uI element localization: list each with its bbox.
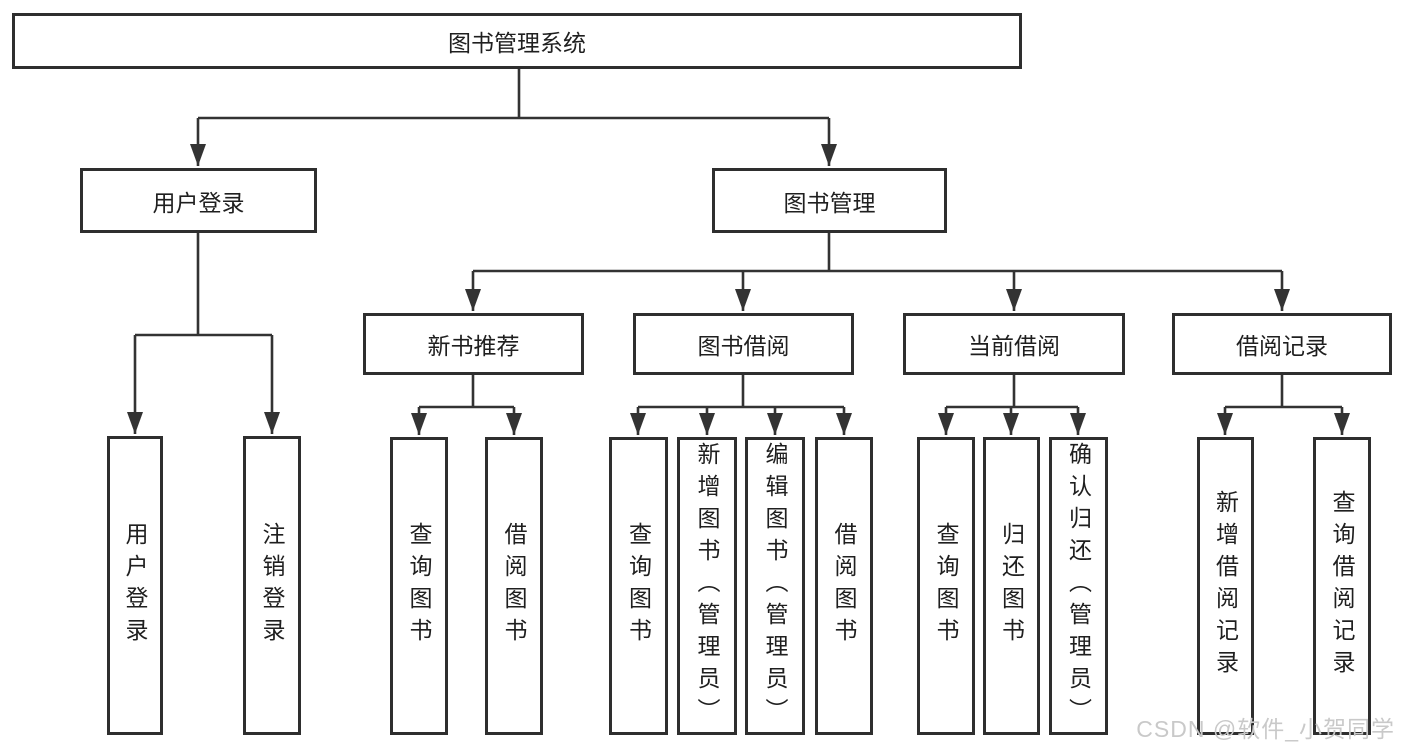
leaf-query-books-recommend: 查询图书 <box>390 437 448 735</box>
tree-arrow-lines <box>127 118 1350 435</box>
node-label: 查询图书 <box>406 522 432 650</box>
node-user-login: 用户登录 <box>80 168 317 233</box>
node-label: 确认归还（管理员） <box>1065 442 1092 730</box>
node-book-borrowing: 图书借阅 <box>633 313 854 375</box>
node-label: 图书管理系统 <box>448 30 586 56</box>
leaf-add-books-admin: 新增图书（管理员） <box>677 437 737 735</box>
node-label: 借阅图书 <box>501 522 527 650</box>
leaf-query-books-current: 查询图书 <box>917 437 975 735</box>
node-label: 图书管理 <box>783 189 876 216</box>
node-label: 注销登录 <box>259 521 285 650</box>
leaf-add-borrow-record: 新增借阅记录 <box>1197 437 1254 735</box>
node-label: 查询图书 <box>933 522 959 650</box>
node-current-borrowing: 当前借阅 <box>903 313 1125 375</box>
node-label: 当前借阅 <box>968 333 1060 359</box>
node-label: 查询借阅记录 <box>1329 490 1355 682</box>
leaf-edit-books-admin: 编辑图书（管理员） <box>745 437 805 735</box>
leaf-confirm-return-admin: 确认归还（管理员） <box>1049 437 1108 735</box>
leaf-logout: 注销登录 <box>243 436 301 735</box>
node-label: 新增图书（管理员） <box>694 442 720 730</box>
node-label: 新增借阅记录 <box>1212 490 1239 682</box>
leaf-query-borrow-record: 查询借阅记录 <box>1313 437 1371 735</box>
leaf-return-books: 归还图书 <box>983 437 1040 735</box>
node-label: 用户登录 <box>152 189 245 216</box>
node-new-book-recommend: 新书推荐 <box>363 313 584 375</box>
node-label: 借阅记录 <box>1236 333 1328 359</box>
node-label: 编辑图书（管理员） <box>762 442 788 730</box>
node-label: 用户登录 <box>122 521 148 650</box>
leaf-borrow-books: 借阅图书 <box>815 437 873 735</box>
tree-elbow-lines <box>135 69 1342 409</box>
csdn-watermark: CSDN @软件_小贺同学 <box>1136 716 1395 742</box>
node-borrow-records: 借阅记录 <box>1172 313 1392 375</box>
leaf-borrow-books-recommend: 借阅图书 <box>485 437 543 735</box>
node-label: 新书推荐 <box>427 333 520 359</box>
leaf-user-login: 用户登录 <box>107 436 163 735</box>
node-label: 图书借阅 <box>697 333 790 359</box>
node-label: 归还图书 <box>998 522 1025 650</box>
node-library-management-system: 图书管理系统 <box>12 13 1022 69</box>
node-label: 借阅图书 <box>831 522 857 650</box>
node-label: 查询图书 <box>625 522 652 650</box>
node-book-management: 图书管理 <box>712 168 947 233</box>
leaf-query-books-borrowing: 查询图书 <box>609 437 668 735</box>
